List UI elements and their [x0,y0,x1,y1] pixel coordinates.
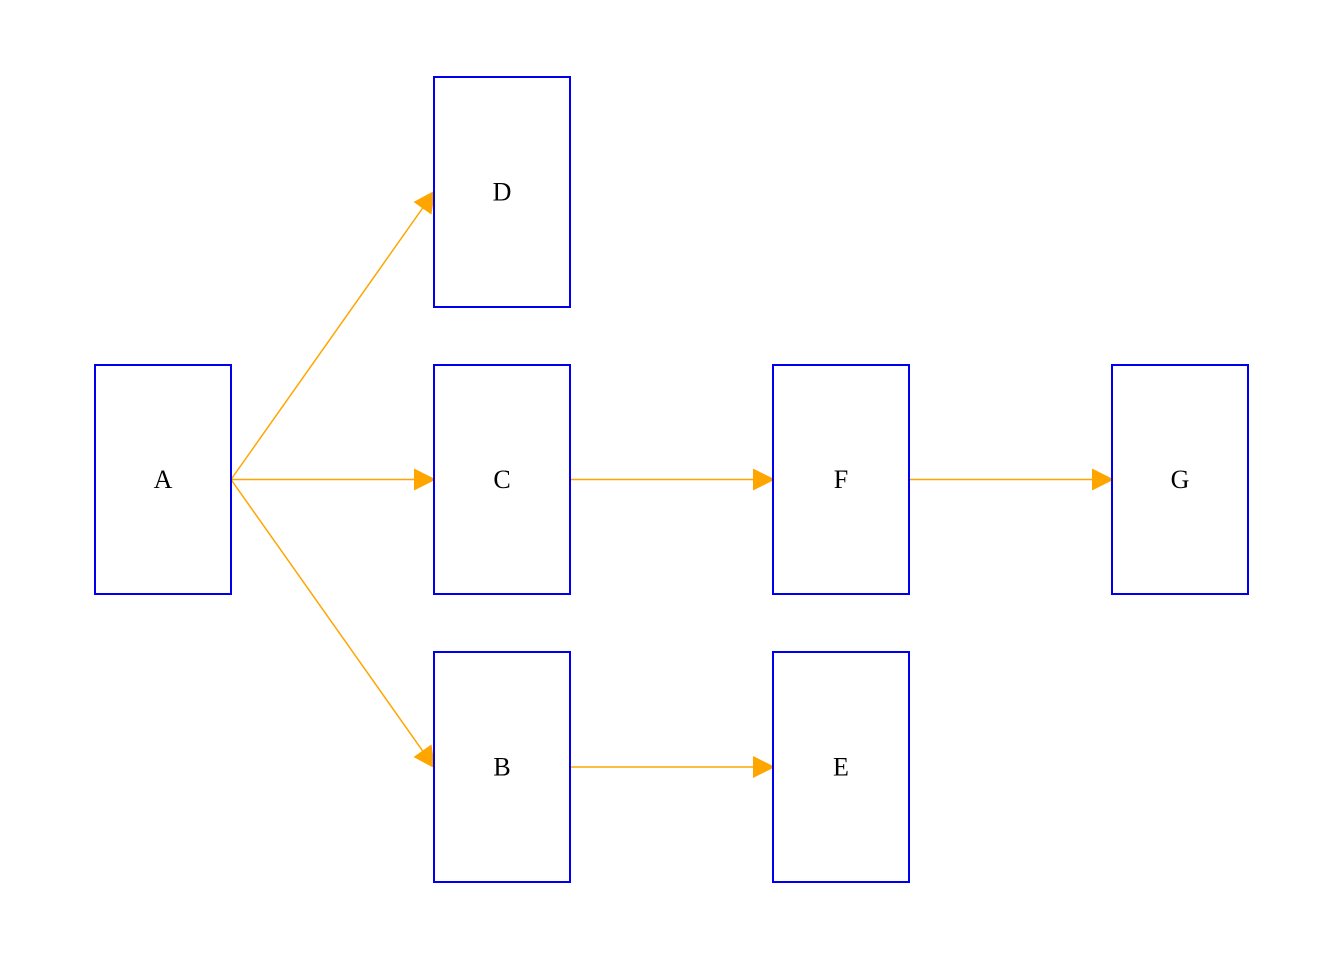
node-e: E [772,651,910,883]
node-box [1111,364,1249,595]
node-box [433,651,571,883]
node-box [772,651,910,883]
node-d: D [433,76,571,308]
node-label: A [154,465,173,494]
node-box [94,364,232,595]
edge-a-to-d [230,190,436,480]
nodes-layer: A B C D E F G [94,76,1249,883]
node-label: G [1171,465,1190,494]
edges-layer [230,190,1114,778]
node-label: E [833,753,849,782]
edge-a-to-b [230,479,436,769]
node-box [772,364,910,595]
node-label: C [493,465,510,494]
node-b: B [433,651,571,883]
node-box [433,76,571,308]
node-g: G [1111,364,1249,595]
node-f: F [772,364,910,595]
node-c: C [433,364,571,595]
node-a: A [94,364,232,595]
node-label: F [834,465,848,494]
node-label: B [493,753,510,782]
node-label: D [493,178,512,207]
node-box [433,364,571,595]
